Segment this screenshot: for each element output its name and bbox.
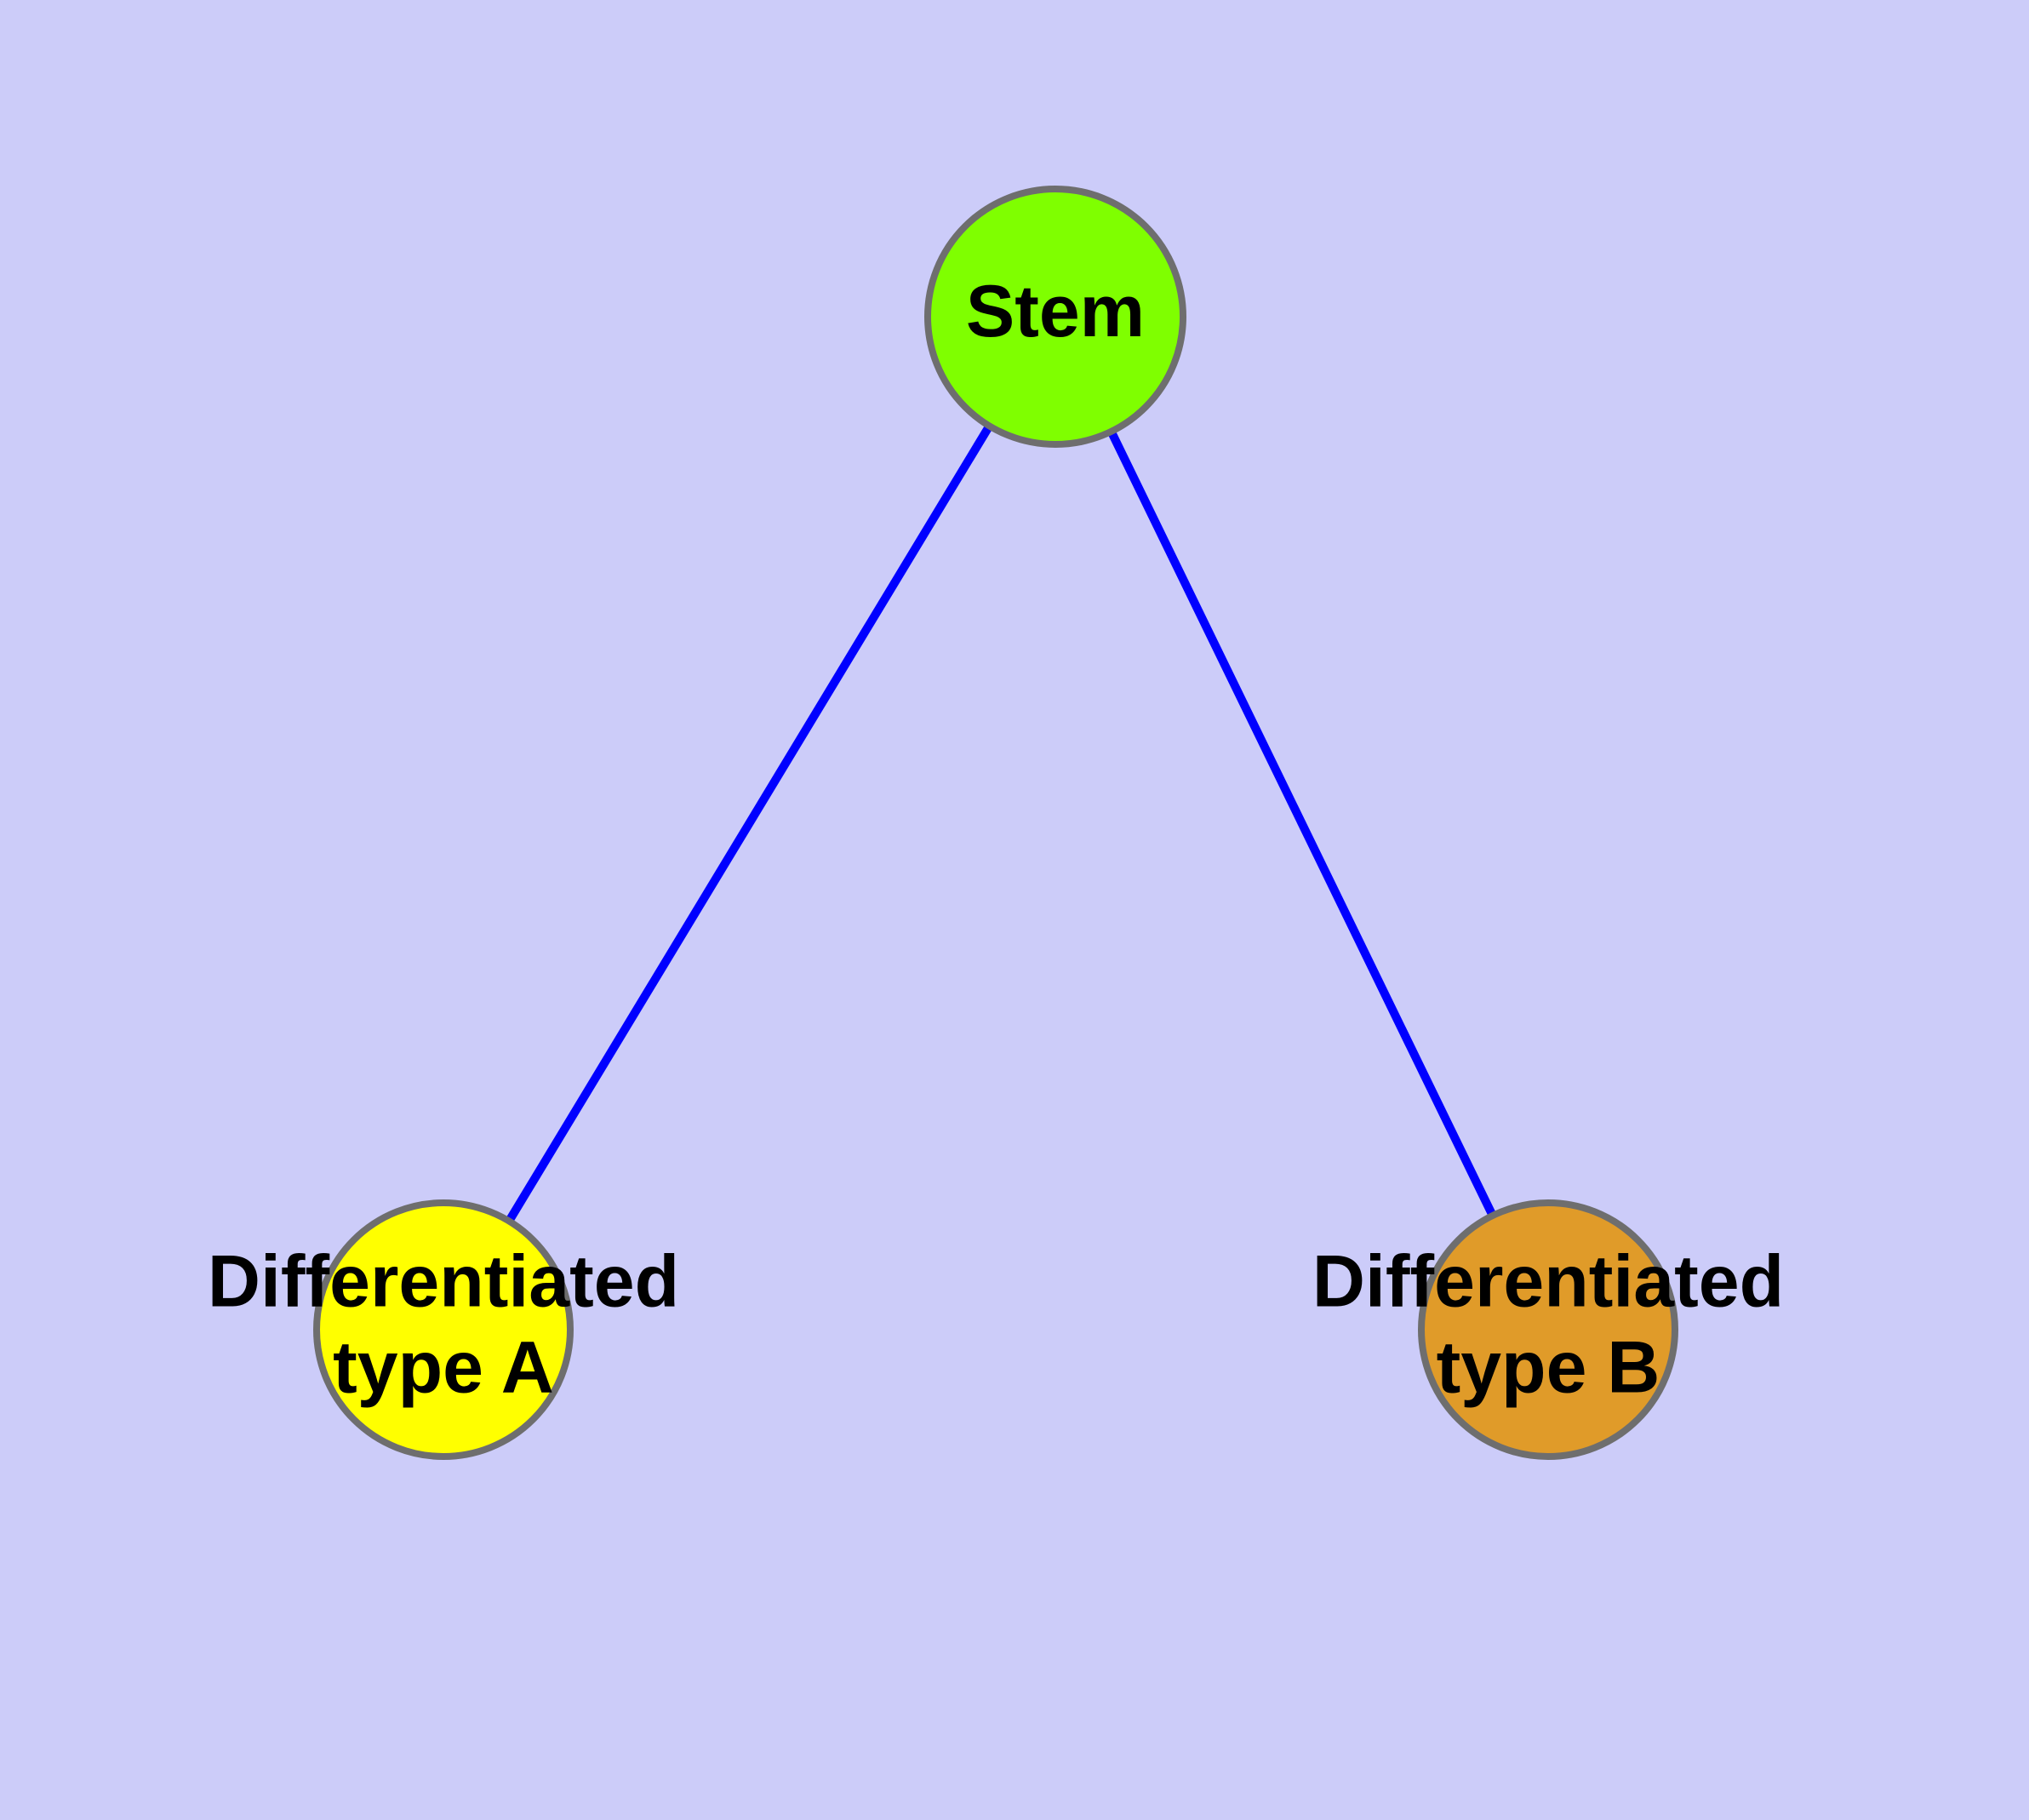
node-label-line: Stem [966, 271, 1145, 352]
node-label-line: type B [1437, 1326, 1660, 1408]
edge-stem-to-differentiated-b [1106, 426, 1499, 1221]
node-differentiated-type-b-circle[interactable] [1418, 1199, 1678, 1460]
node-label-line: type A [333, 1326, 554, 1408]
edge-stem-to-differentiated-a [503, 421, 995, 1227]
node-label-line: Differentiated [208, 1240, 679, 1322]
edges-group [503, 421, 1499, 1227]
node-differentiated-type-a-circle[interactable] [313, 1199, 574, 1460]
node-stem-label: Stem [966, 271, 1145, 352]
node-stem[interactable]: Stem [924, 186, 1186, 448]
node-label-line: Differentiated [1312, 1240, 1784, 1322]
node-stem-circle[interactable] [924, 186, 1186, 448]
